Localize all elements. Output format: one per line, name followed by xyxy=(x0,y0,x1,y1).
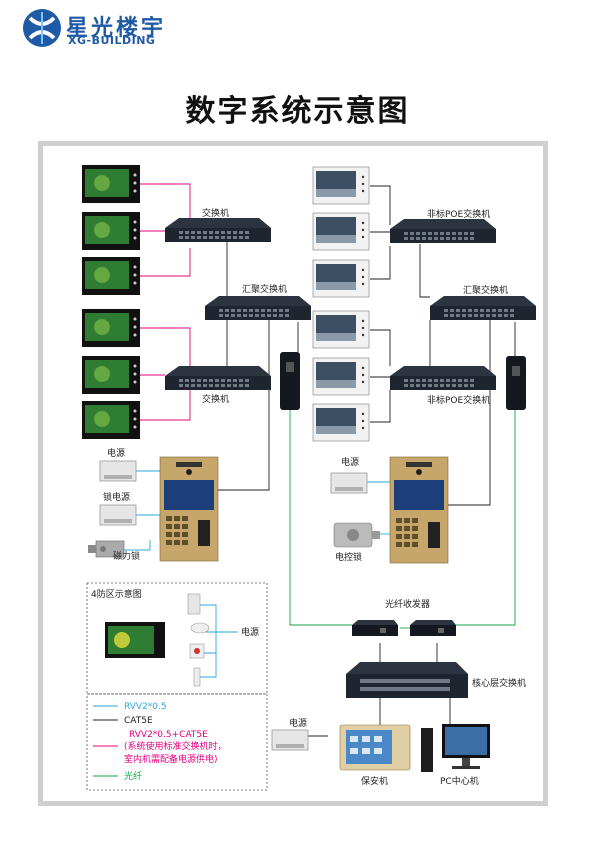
guard-unit-icon xyxy=(339,724,411,771)
power-right-icon xyxy=(330,472,368,494)
label-core-switch: 核心层交换机 xyxy=(472,677,526,689)
media-converter-left-icon xyxy=(280,352,300,410)
label-power-right: 电源 xyxy=(341,456,359,468)
zone-smoke-detector-icon xyxy=(190,622,210,634)
door-station-left-icon xyxy=(159,456,219,562)
switch-mid-left-icon xyxy=(165,366,271,390)
poe-switch-top-right-icon xyxy=(390,219,496,243)
label-power-bottom: 电源 xyxy=(289,717,307,729)
legend-poe: RVV2*0.5+CAT5E xyxy=(129,730,208,740)
fiber-transceiver-icon-1 xyxy=(352,620,398,636)
legend-fiber: 光纤 xyxy=(124,770,142,782)
agg-switch-left-icon xyxy=(205,296,311,320)
brand-logo-icon xyxy=(22,8,62,48)
electric-lock-icon xyxy=(333,522,380,548)
label-poe-top-right: 非标POE交换机 xyxy=(427,208,490,220)
pc-icon xyxy=(421,724,490,772)
label-mag-lock: 磁力锁 xyxy=(113,550,140,562)
poe-switch-mid-right-icon xyxy=(390,366,496,390)
label-zone-title: 4防区示意图 xyxy=(91,588,142,600)
label-switch-top-left: 交换机 xyxy=(202,207,229,219)
label-lock-power-left: 锁电源 xyxy=(103,491,130,503)
label-agg-left: 汇聚交换机 xyxy=(242,283,287,295)
indoor-monitor-right-icon xyxy=(312,166,370,442)
fiber-transceiver-icon-2 xyxy=(410,620,456,636)
legend-box xyxy=(86,693,268,791)
label-electric-lock: 电控锁 xyxy=(335,551,362,563)
legend-rvv: RVV2*0.5 xyxy=(124,702,167,712)
zone-window-sensor-icon xyxy=(193,667,201,687)
zone-panic-button-icon xyxy=(189,643,205,659)
label-agg-right: 汇聚交换机 xyxy=(463,284,508,296)
label-pc-center: PC中心机 xyxy=(440,775,479,787)
legend-poe-note-2: 室内机需配备电源供电) xyxy=(124,753,218,765)
indoor-monitor-icon xyxy=(82,165,140,439)
legend-poe-note-1: (系统使用标准交换机时， xyxy=(124,740,227,752)
label-zone-power: 电源 xyxy=(241,626,259,638)
page-title: 数字系统示意图 xyxy=(185,94,410,129)
label-poe-mid-right: 非标POE交换机 xyxy=(427,394,490,406)
legend-cat5e: CAT5E xyxy=(124,716,153,726)
switch-top-left-icon xyxy=(165,218,271,242)
power-left-icon xyxy=(99,460,137,482)
mag-lock-icon xyxy=(88,540,125,558)
power-bottom-icon xyxy=(271,729,309,751)
media-converter-right-icon xyxy=(506,356,526,410)
lock-power-left-icon xyxy=(99,504,137,526)
label-fiber-transceiver: 光纤收发器 xyxy=(385,598,430,610)
label-switch-mid-left: 交换机 xyxy=(202,393,229,405)
core-switch-icon xyxy=(346,662,468,698)
door-station-right-icon xyxy=(389,456,449,564)
label-guard-unit: 保安机 xyxy=(361,775,388,787)
brand-name: 星光楼宇 xyxy=(66,16,167,41)
zone-sensor-door-icon xyxy=(187,593,201,615)
zone-monitor-icon xyxy=(105,622,165,658)
agg-switch-right-icon xyxy=(430,296,536,320)
brand-subtitle: XG-BUILDING xyxy=(68,34,156,47)
diagram-frame xyxy=(38,141,548,806)
label-power-left: 电源 xyxy=(107,447,125,459)
